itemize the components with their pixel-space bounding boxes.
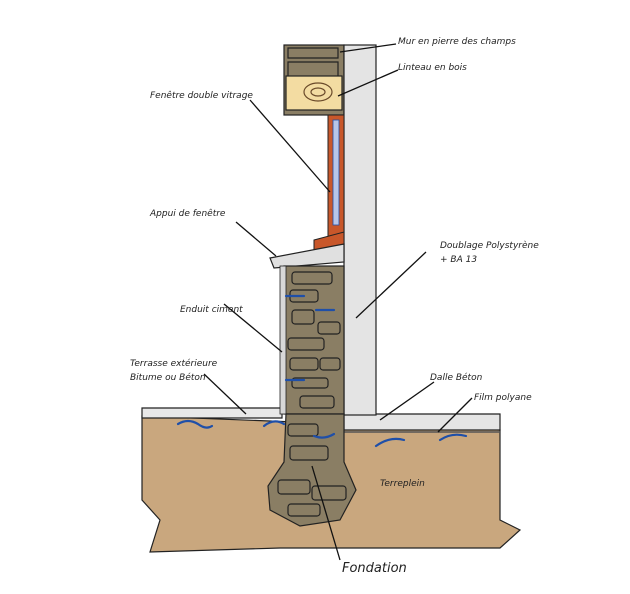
window-sill xyxy=(269,243,345,269)
label-doublage-1: Doublage Polystyrène xyxy=(440,240,539,251)
label-dalle: Dalle Béton xyxy=(430,372,483,383)
label-enduit: Enduit ciment xyxy=(180,305,243,315)
label-appui: Appui de fenêtre xyxy=(149,208,226,219)
leader-lines xyxy=(203,43,473,561)
label-mur: Mur en pierre des champs xyxy=(398,37,516,47)
label-terrasse-2: Bitume ou Béton xyxy=(130,372,206,383)
wooden-lintel xyxy=(285,75,343,111)
label-terrasse-1: Terrasse extérieure xyxy=(130,358,218,369)
terrace-slab xyxy=(141,407,283,419)
label-fenetre: Fenêtre double vitrage xyxy=(150,90,253,101)
label-linteau: Linteau en bois xyxy=(398,63,467,73)
concrete-slab xyxy=(343,413,501,431)
label-fondation: Fondation xyxy=(342,561,407,576)
label-doublage-2: + BA 13 xyxy=(440,255,477,265)
moisture-arrows xyxy=(176,294,468,448)
cement-render xyxy=(279,265,287,415)
insulation-lining xyxy=(343,44,377,416)
wall-stones xyxy=(287,271,341,409)
label-film: Film polyane xyxy=(474,393,532,403)
window-glass xyxy=(332,119,340,226)
label-terreplein: Terreplein xyxy=(380,479,425,489)
